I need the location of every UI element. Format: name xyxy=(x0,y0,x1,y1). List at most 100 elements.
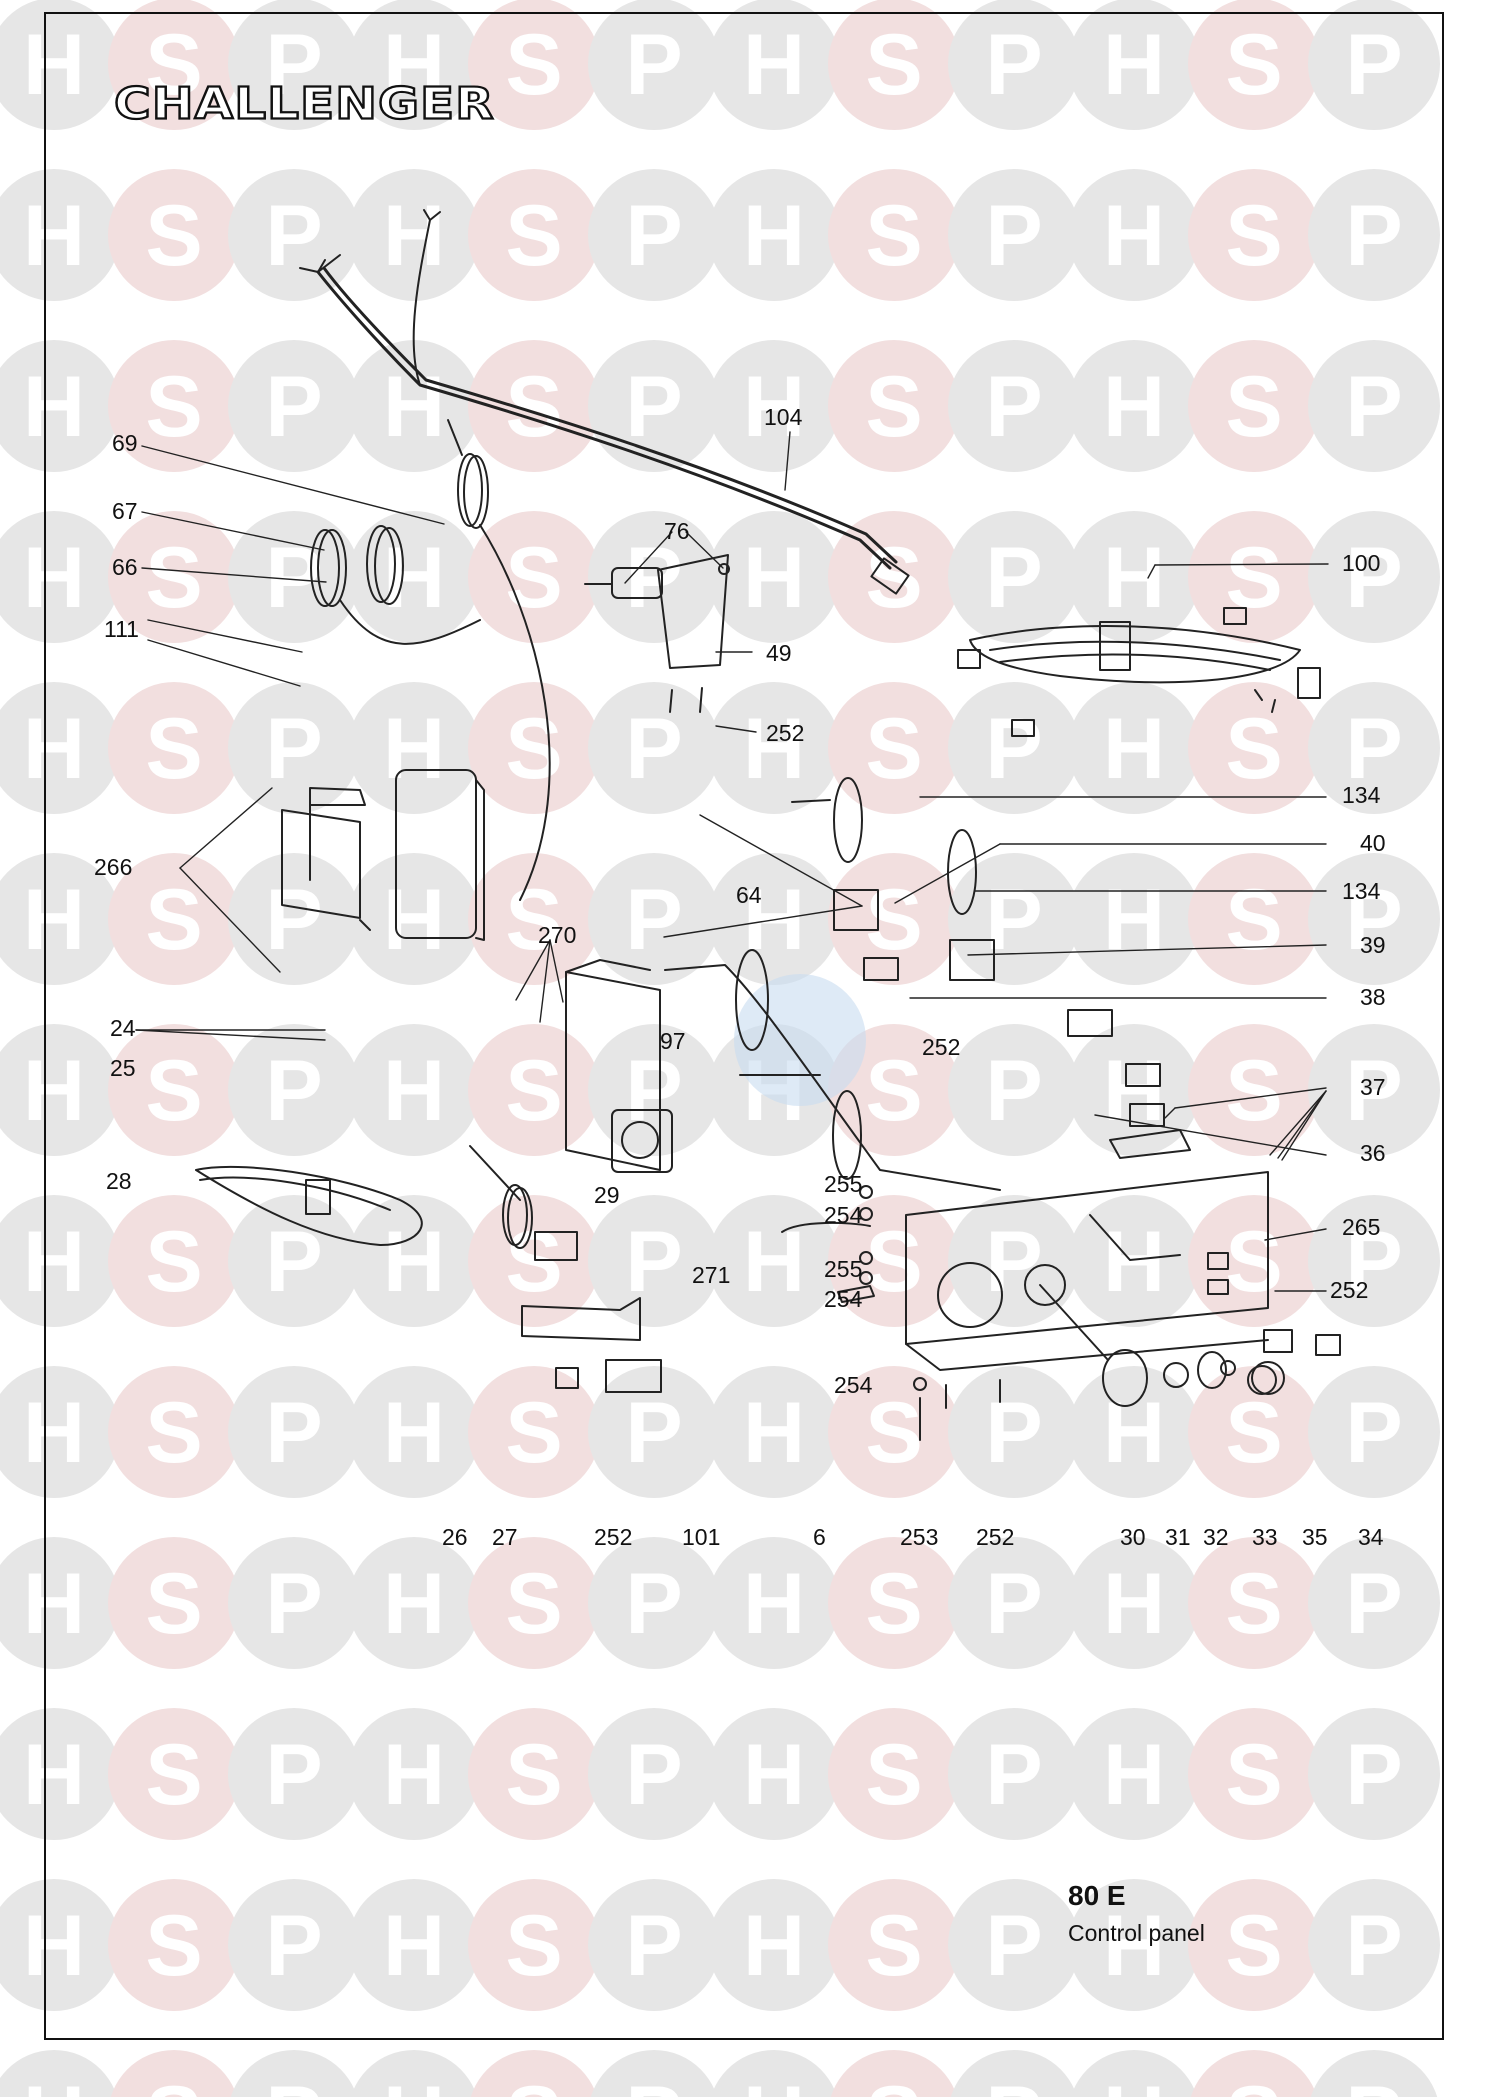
watermark-circle xyxy=(948,1024,1080,1156)
callout-252-d: 252 xyxy=(594,1524,633,1550)
callout-29: 29 xyxy=(594,1182,620,1208)
callout-24: 24 xyxy=(110,1015,136,1041)
watermark-circle xyxy=(348,1708,480,1840)
watermark-letter: S xyxy=(1225,530,1282,626)
watermark-circle xyxy=(1188,1708,1320,1840)
watermark-letter: P xyxy=(1345,359,1402,455)
watermark-letter: H xyxy=(1103,872,1165,968)
watermark-circle xyxy=(348,1366,480,1498)
watermark-circle xyxy=(708,1366,840,1498)
watermark-letter: S xyxy=(505,188,562,284)
watermark-letter: S xyxy=(505,1214,562,1310)
callout-104: 104 xyxy=(764,404,803,430)
watermark-letter: S xyxy=(865,1727,922,1823)
watermark-circle xyxy=(710,2050,838,2097)
watermark-circle xyxy=(108,169,240,301)
watermark-letter: S xyxy=(145,17,202,113)
watermark-circle xyxy=(828,340,960,472)
watermark-circle xyxy=(468,511,600,643)
watermark-letter: S xyxy=(145,359,202,455)
wiring-harness-104 xyxy=(299,209,910,595)
callout-254-a: 254 xyxy=(824,1202,863,1228)
watermark-letter: S xyxy=(1225,2069,1282,2097)
watermark-circle xyxy=(108,340,240,472)
callout-31: 31 xyxy=(1165,1524,1191,1550)
front-components-30-35 xyxy=(1039,1214,1341,1407)
watermark-letter: S xyxy=(505,1727,562,1823)
watermark-letter: S xyxy=(865,188,922,284)
harness-bundle-100 xyxy=(957,607,1321,737)
watermark-circle xyxy=(348,1879,480,2011)
watermark-letter: S xyxy=(505,701,562,797)
callout-253: 253 xyxy=(900,1524,939,1550)
watermark-circle xyxy=(0,1879,120,2011)
watermark-letter: P xyxy=(265,2069,322,2097)
callout-255-a: 255 xyxy=(824,1171,863,1197)
watermark-letter: H xyxy=(23,17,85,113)
watermark-letter: P xyxy=(985,2069,1042,2097)
watermark-letter: P xyxy=(985,188,1042,284)
watermark-letter: H xyxy=(743,1214,805,1310)
watermark-letter: H xyxy=(383,1727,445,1823)
watermark-circle xyxy=(828,853,960,985)
watermark-letter: H xyxy=(23,1385,85,1481)
watermark-letter: P xyxy=(985,1043,1042,1139)
watermark-circle xyxy=(468,1879,600,2011)
watermark-letter: S xyxy=(865,359,922,455)
watermark-circle xyxy=(228,511,360,643)
watermark-circle xyxy=(228,1537,360,1669)
callout-67: 67 xyxy=(112,498,138,524)
watermark-letter: S xyxy=(865,1043,922,1139)
watermark-circle xyxy=(1308,1708,1440,1840)
watermark-circle xyxy=(0,1537,120,1669)
watermark-letter: P xyxy=(985,530,1042,626)
watermark-circle xyxy=(948,340,1080,472)
watermark-letter: H xyxy=(23,701,85,797)
watermark-letter: H xyxy=(23,359,85,455)
watermark-letter: H xyxy=(383,1556,445,1652)
watermark-circle xyxy=(1188,1537,1320,1669)
watermark-circle xyxy=(948,511,1080,643)
watermark-letter: S xyxy=(505,1385,562,1481)
watermark-letter: P xyxy=(265,1727,322,1823)
sensor-probes-64 xyxy=(664,949,1001,1191)
watermark-letter: H xyxy=(743,530,805,626)
callout-101: 101 xyxy=(682,1524,721,1550)
watermark-circle xyxy=(828,682,960,814)
watermark-letter: H xyxy=(743,2069,805,2097)
control-panel-plate-265 xyxy=(905,1171,1269,1371)
watermark-letter: S xyxy=(865,2069,922,2097)
watermark-letter: H xyxy=(743,1727,805,1823)
callout-134-a: 134 xyxy=(1342,782,1381,808)
watermark-letter: S xyxy=(1225,872,1282,968)
watermark-circle xyxy=(708,1537,840,1669)
callout-270: 270 xyxy=(538,922,577,948)
watermark-circle xyxy=(348,511,480,643)
watermark-letter: H xyxy=(383,188,445,284)
page-caption: Control panel xyxy=(1068,1920,1205,1946)
watermark-circle xyxy=(588,1024,720,1156)
watermark-letter: P xyxy=(625,188,682,284)
watermark-letter: P xyxy=(265,1385,322,1481)
callout-76: 76 xyxy=(664,518,690,544)
callout-265: 265 xyxy=(1342,1214,1381,1240)
watermark-letter: P xyxy=(625,1385,682,1481)
watermark-letter: P xyxy=(985,1385,1042,1481)
watermark-circle xyxy=(948,1708,1080,1840)
watermark-letter: S xyxy=(145,188,202,284)
watermark-letter: H xyxy=(383,1385,445,1481)
watermark-circle xyxy=(590,2050,718,2097)
thermostats-39-40 xyxy=(791,777,1113,1037)
watermark-letter: P xyxy=(1345,1898,1402,1994)
watermark-letter: S xyxy=(145,1727,202,1823)
watermark-letter: S xyxy=(1225,1727,1282,1823)
watermark-circle xyxy=(228,1195,360,1327)
watermark-circle xyxy=(468,1537,600,1669)
watermark-circle xyxy=(588,1195,720,1327)
watermark-circle xyxy=(1308,1195,1440,1327)
watermark-circle xyxy=(588,682,720,814)
watermark-letter: P xyxy=(625,2069,682,2097)
watermark-circle xyxy=(1068,1879,1200,2011)
watermark-letter: P xyxy=(1345,188,1402,284)
